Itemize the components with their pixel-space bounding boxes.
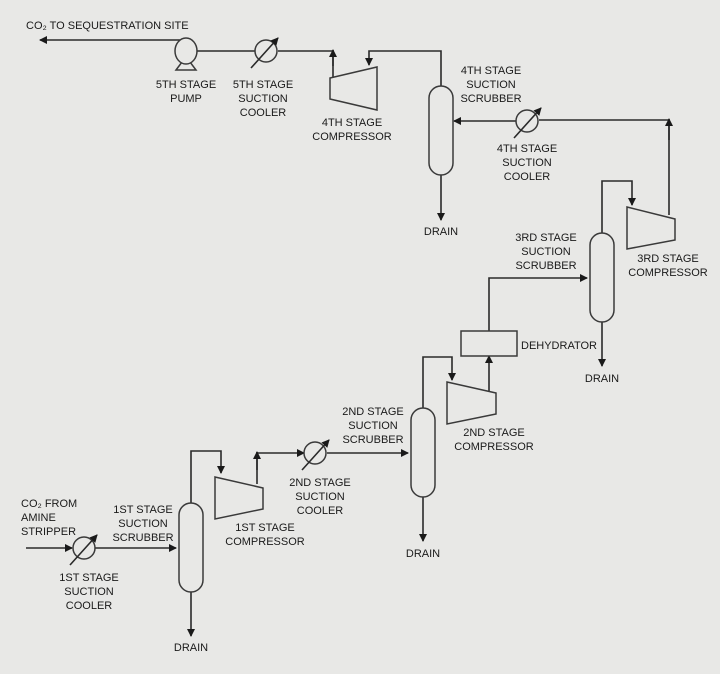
- compressor-3rd-stage[interactable]: [626, 206, 676, 250]
- label-scrub3-l1: 3RD STAGE: [515, 232, 577, 244]
- label-scrub4-l1: 4TH STAGE: [461, 65, 521, 77]
- label-scrub1-l3: SCRUBBER: [112, 532, 173, 544]
- label-cooler1-l3: COOLER: [66, 600, 113, 612]
- scrubber-3rd-stage[interactable]: [589, 232, 615, 323]
- label-cooler5-l1: 5TH STAGE: [233, 79, 293, 91]
- label-cooler2-l3: COOLER: [297, 505, 344, 517]
- label-drain4: DRAIN: [424, 226, 458, 238]
- label-comp4-l1: 4TH STAGE: [322, 117, 382, 129]
- label-scrub3-l2: SUCTION: [521, 246, 571, 258]
- pipe-scrubber4-comp4: [365, 50, 442, 86]
- label-comp4-l2: COMPRESSOR: [312, 131, 392, 143]
- label-comp2-l1: 2ND STAGE: [463, 427, 525, 439]
- labels: CO₂ TO SEQUESTRATION SITE 5TH STAGE PUMP…: [21, 20, 708, 654]
- label-scrub3-l3: SCRUBBER: [515, 260, 576, 272]
- label-co2-in-l2: AMINE: [21, 512, 56, 524]
- pipe-comp3-cooler4: [539, 119, 670, 215]
- pipes: [26, 36, 673, 637]
- label-drain1: DRAIN: [174, 642, 208, 654]
- label-pump5-l2: PUMP: [170, 93, 202, 105]
- label-comp3-l1: 3RD STAGE: [637, 253, 699, 265]
- label-cooler2-l1: 2ND STAGE: [289, 477, 351, 489]
- pipe-scrubber3-comp3: [601, 180, 636, 233]
- pump-5th-stage[interactable]: [174, 37, 198, 71]
- pipe-scrubber2-comp2: [422, 356, 456, 408]
- label-cooler2-l2: SUCTION: [295, 491, 345, 503]
- label-cooler1-l2: SUCTION: [64, 586, 114, 598]
- label-cooler5-l2: SUCTION: [238, 93, 288, 105]
- label-co2-in-l1: CO₂ FROM: [21, 498, 77, 510]
- label-co2-in-l3: STRIPPER: [21, 526, 76, 538]
- label-co2-out: CO₂ TO SEQUESTRATION SITE: [26, 20, 189, 32]
- equipment: [69, 37, 676, 593]
- label-cooler1-l1: 1ST STAGE: [59, 572, 119, 584]
- label-comp1-l1: 1ST STAGE: [235, 522, 295, 534]
- label-scrub1-l2: SUCTION: [118, 518, 168, 530]
- label-comp1-l2: COMPRESSOR: [225, 536, 305, 548]
- label-dehydrator: DEHYDRATOR: [521, 340, 597, 352]
- pipe-dehydrator-scrubber3: [488, 274, 588, 331]
- cooler-2nd-stage[interactable]: [301, 439, 330, 471]
- label-cooler4-l1: 4TH STAGE: [497, 143, 557, 155]
- label-comp3-l2: COMPRESSOR: [628, 267, 708, 279]
- pipe-comp4-cooler5: [278, 50, 334, 82]
- pipe-scrubber1-comp1: [190, 450, 225, 503]
- label-drain2: DRAIN: [406, 548, 440, 560]
- cooler-4th-stage[interactable]: [513, 107, 542, 139]
- label-comp2-l2: COMPRESSOR: [454, 441, 534, 453]
- compressor-4th-stage[interactable]: [329, 66, 378, 111]
- scrubber-1st-stage[interactable]: [178, 502, 204, 593]
- label-scrub2-l1: 2ND STAGE: [342, 406, 404, 418]
- compressor-1st-stage[interactable]: [214, 476, 264, 520]
- label-pump5-l1: 5TH STAGE: [156, 79, 216, 91]
- cooler-1st-stage[interactable]: [69, 534, 98, 566]
- label-scrub4-l2: SUCTION: [466, 79, 516, 91]
- label-cooler4-l2: SUCTION: [502, 157, 552, 169]
- label-scrub4-l3: SCRUBBER: [460, 93, 521, 105]
- label-scrub2-l2: SUCTION: [348, 420, 398, 432]
- label-scrub1-l1: 1ST STAGE: [113, 504, 173, 516]
- label-cooler4-l3: COOLER: [504, 171, 551, 183]
- dehydrator[interactable]: [460, 330, 518, 357]
- scrubber-2nd-stage[interactable]: [410, 407, 436, 498]
- cooler-5th-stage[interactable]: [250, 37, 279, 69]
- label-cooler5-l3: COOLER: [240, 107, 287, 119]
- compressor-2nd-stage[interactable]: [446, 381, 497, 425]
- label-scrub2-l3: SCRUBBER: [342, 434, 403, 446]
- label-drain3: DRAIN: [585, 373, 619, 385]
- scrubber-4th-stage[interactable]: [428, 85, 454, 176]
